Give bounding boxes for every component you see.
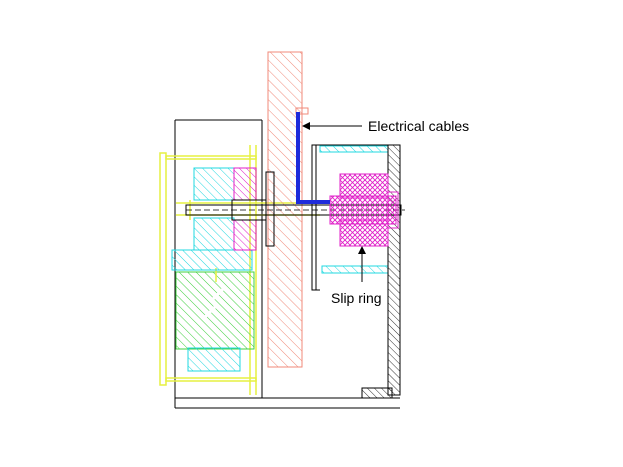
cable-leader-arrow	[302, 122, 362, 130]
slip-ring-label: Slip ring	[331, 290, 382, 306]
electrical-cables-label: Electrical cables	[368, 118, 469, 134]
motor	[175, 268, 255, 350]
coupling	[233, 167, 257, 251]
bearing-blocks	[171, 145, 389, 372]
slip-ring-leader-arrow	[358, 246, 366, 282]
slip-ring	[329, 173, 399, 247]
electrical-cable	[296, 112, 330, 204]
